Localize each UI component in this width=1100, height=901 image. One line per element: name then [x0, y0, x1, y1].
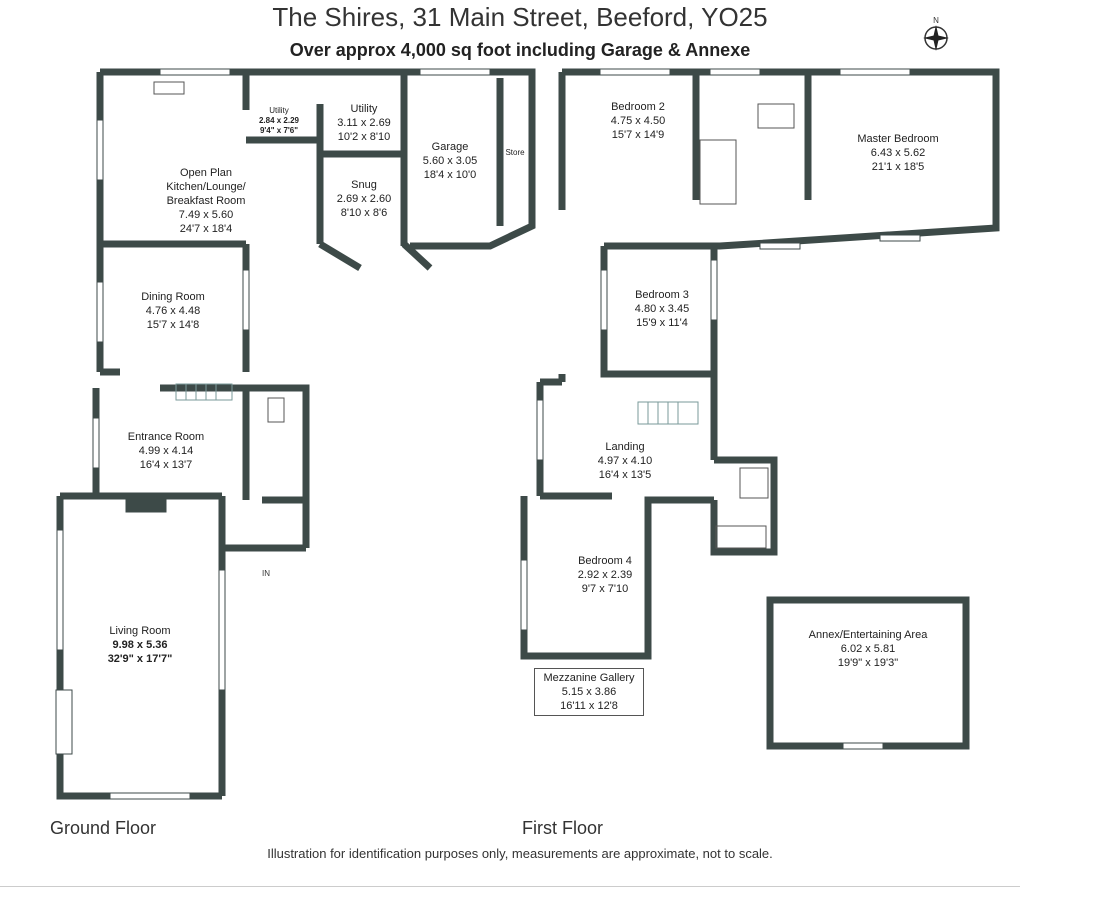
- first-floor-label: First Floor: [522, 818, 603, 838]
- disclaimer: Illustration for identification purposes…: [267, 846, 773, 861]
- compass-icon: N: [923, 16, 949, 51]
- divider: [0, 886, 1020, 887]
- room-mezzanine-gallery: Mezzanine Gallery 5.15 x 3.86 16'11 x 12…: [534, 668, 644, 716]
- room-utility: Utility 3.11 x 2.69 10'2 x 8'10: [337, 103, 391, 143]
- first-floor-windows: [520, 68, 921, 750]
- room-entrance: Entrance Room 4.99 x 4.14 16'4 x 13'7: [127, 431, 205, 471]
- ground-floor-windows: [55, 68, 491, 800]
- room-bedroom-3: Bedroom 3 4.80 x 3.45 15'9 x 11'4: [634, 289, 690, 329]
- room-landing: Landing 4.97 x 4.10 16'4 x 13'5: [597, 441, 653, 481]
- fixtures: [153, 81, 795, 549]
- compass-north-label: N: [933, 16, 939, 25]
- room-snug: Snug 2.69 x 2.60 8'10 x 8'6: [336, 179, 392, 219]
- room-bedroom-4: Bedroom 4 2.92 x 2.39 9'7 x 7'10: [577, 555, 633, 595]
- room-master-bedroom: Master Bedroom 6.43 x 5.62 21'1 x 18'5: [857, 133, 939, 173]
- ground-floor-label: Ground Floor: [50, 818, 157, 838]
- room-garage: Garage 5.60 x 3.05 18'4 x 10'0: [422, 141, 478, 181]
- room-utility-small: Utility 2.84 x 2.29 9'4" x 7'6": [258, 106, 300, 135]
- room-living: Living Room 9.98 x 5.36 32'9" x 17'7": [107, 625, 173, 665]
- room-annex: Annex/Entertaining Area 6.02 x 5.81 19'9…: [808, 629, 928, 669]
- plan-subtitle: Over approx 4,000 sq foot including Gara…: [289, 40, 751, 60]
- entry-label: IN: [262, 569, 270, 578]
- room-dining: Dining Room 4.76 x 4.48 15'7 x 14'8: [141, 291, 205, 331]
- room-bedroom-2: Bedroom 2 4.75 x 4.50 15'7 x 14'9: [610, 101, 666, 141]
- room-open-plan-kitchen: Open Plan Kitchen/Lounge/ Breakfast Room…: [166, 167, 246, 235]
- stairs: [175, 383, 699, 425]
- plan-title: The Shires, 31 Main Street, Beeford, YO2…: [272, 2, 768, 32]
- room-store: Store: [505, 148, 525, 157]
